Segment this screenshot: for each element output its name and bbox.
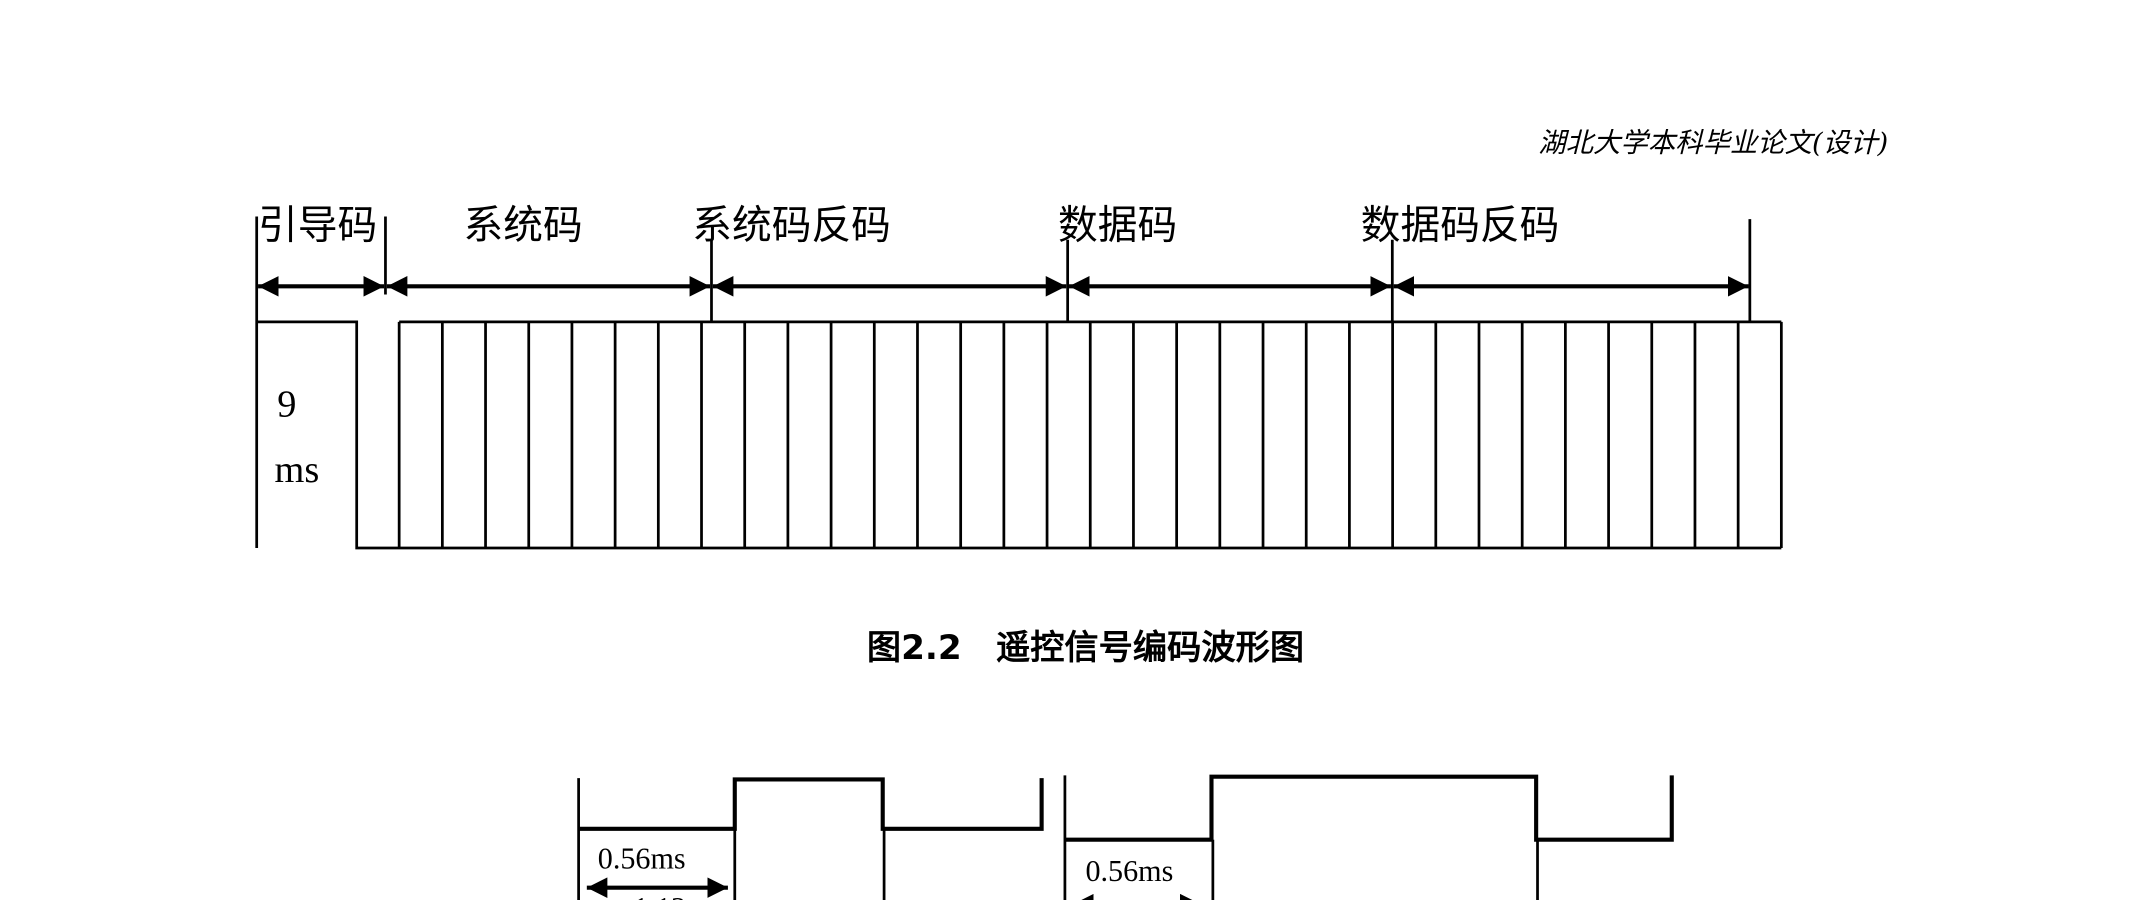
period-label: 1.12ms: [633, 891, 721, 900]
label-system-code-inverse: 系统码反码: [692, 202, 891, 248]
ir-waveform-figure: 引导码 系统码 系统码反码 数据码 数据码反码 9 ms 图2.2 遥控信号编码…: [255, 202, 1783, 668]
waveform: [256, 320, 1783, 550]
pulse-width-label: 0.56ms: [598, 841, 686, 875]
bit-encoding-figure-left: 0.56ms 1.12ms: [577, 777, 1044, 900]
figure-caption: 图2.2 遥控信号编码波形图: [867, 628, 1304, 668]
page-header: 湖北大学本科毕业论文(设计): [1538, 128, 1888, 159]
pulse-width-label: 0.56ms: [1085, 854, 1173, 888]
leader-duration-value: 9: [277, 383, 296, 425]
label-system-code: 系统码: [464, 202, 583, 248]
label-leader: 引导码: [258, 202, 377, 248]
label-data-code-inverse: 数据码反码: [1361, 202, 1560, 248]
leader-duration-unit: ms: [275, 449, 320, 491]
bit-encoding-figure-right: 0.56ms: [1063, 774, 1674, 900]
segment-markers: [255, 216, 1752, 548]
label-data-code: 数据码: [1058, 202, 1177, 248]
